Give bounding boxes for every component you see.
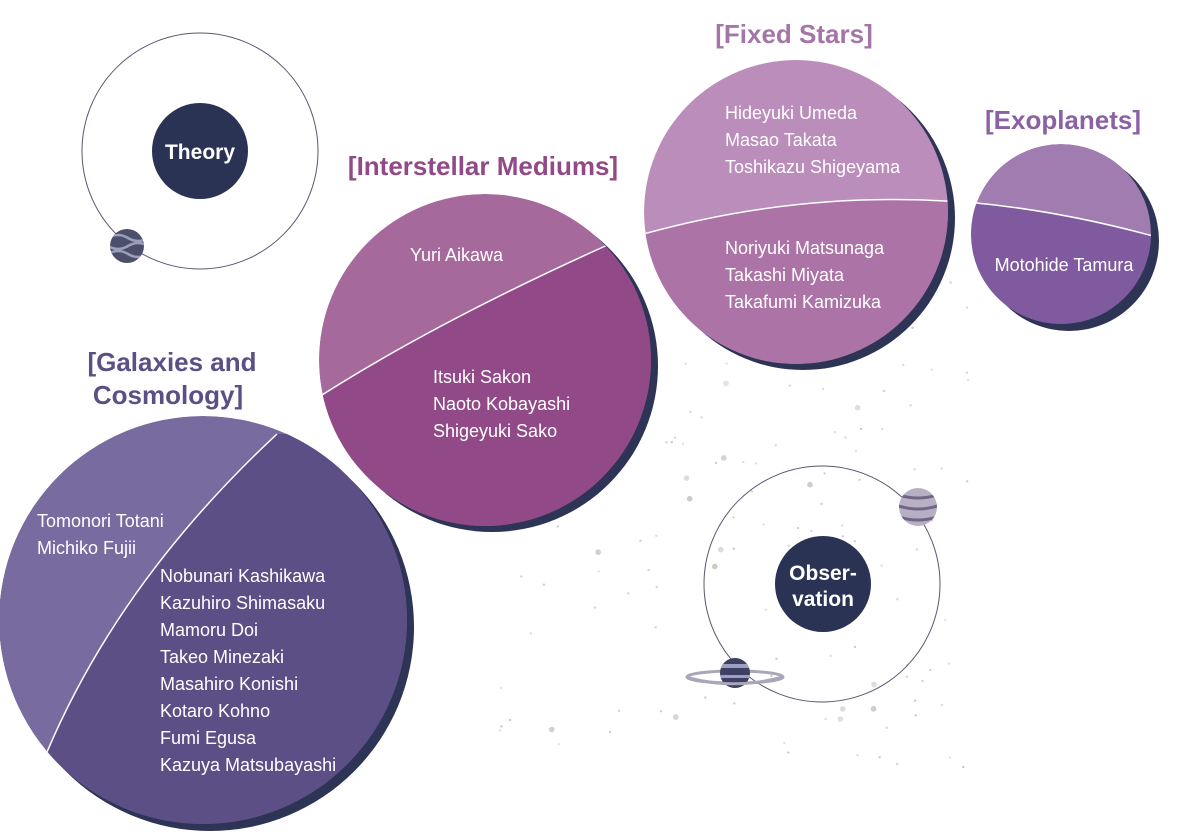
planet-icon <box>110 229 144 263</box>
member-name: Hideyuki Umeda <box>725 103 858 123</box>
exoplanets-group: [Exoplanets] Motohide Tamura <box>971 105 1159 331</box>
observation-label-2: vation <box>792 588 854 611</box>
member-name: Nobunari Kashikawa <box>160 566 326 586</box>
member-name: Noriyuki Matsunaga <box>725 238 885 258</box>
galaxies-group: [Galaxies and Cosmology] Tomonori Totani… <box>0 347 414 831</box>
theory-orbit: Theory <box>81 32 319 270</box>
observation-orbit: Obser- vation <box>685 465 941 703</box>
member-name: Mamoru Doi <box>160 620 258 640</box>
fixed-stars-group: [Fixed Stars] Hideyuki Umeda Masao Takat… <box>644 19 955 370</box>
member-name: Fumi Egusa <box>160 728 257 748</box>
theory-label: Theory <box>165 141 235 164</box>
member-name: Masao Takata <box>725 130 838 150</box>
member-name: Masahiro Konishi <box>160 674 298 694</box>
fixed-stars-title: [Fixed Stars] <box>715 19 873 49</box>
member-name: Motohide Tamura <box>995 255 1135 275</box>
member-name: Michiko Fujii <box>37 538 136 558</box>
member-name: Naoto Kobayashi <box>433 394 570 414</box>
galaxies-title-1: [Galaxies and <box>87 347 256 377</box>
galaxies-members-b: Nobunari Kashikawa Kazuhiro Shimasaku Ma… <box>160 566 336 775</box>
exoplanets-title: [Exoplanets] <box>985 105 1141 135</box>
member-name: Tomonori Totani <box>37 511 164 531</box>
member-name: Takashi Miyata <box>725 265 845 285</box>
galaxies-title-2: Cosmology] <box>93 380 243 410</box>
member-name: Yuri Aikawa <box>410 245 504 265</box>
galaxies-members-a: Tomonori Totani Michiko Fujii <box>37 511 164 558</box>
member-name: Takeo Minezaki <box>160 647 284 667</box>
observation-label-1: Obser- <box>789 562 857 585</box>
member-name: Kazuhiro Shimasaku <box>160 593 325 613</box>
member-name: Takafumi Kamizuka <box>725 292 882 312</box>
interstellar-title: [Interstellar Mediums] <box>348 151 618 181</box>
member-name: Toshikazu Shigeyama <box>725 157 901 177</box>
interstellar-group: [Interstellar Mediums] Yuri Aikawa Itsuk… <box>319 151 658 532</box>
member-name: Kotaro Kohno <box>160 701 270 721</box>
ringed-planet-icon <box>685 658 785 688</box>
member-name: Shigeyuki Sako <box>433 421 557 441</box>
observation-hub <box>775 536 871 632</box>
theory-hub <box>152 103 248 199</box>
striped-planet-icon <box>899 488 937 526</box>
member-name: Itsuki Sakon <box>433 367 531 387</box>
member-name: Kazuya Matsubayashi <box>160 755 336 775</box>
